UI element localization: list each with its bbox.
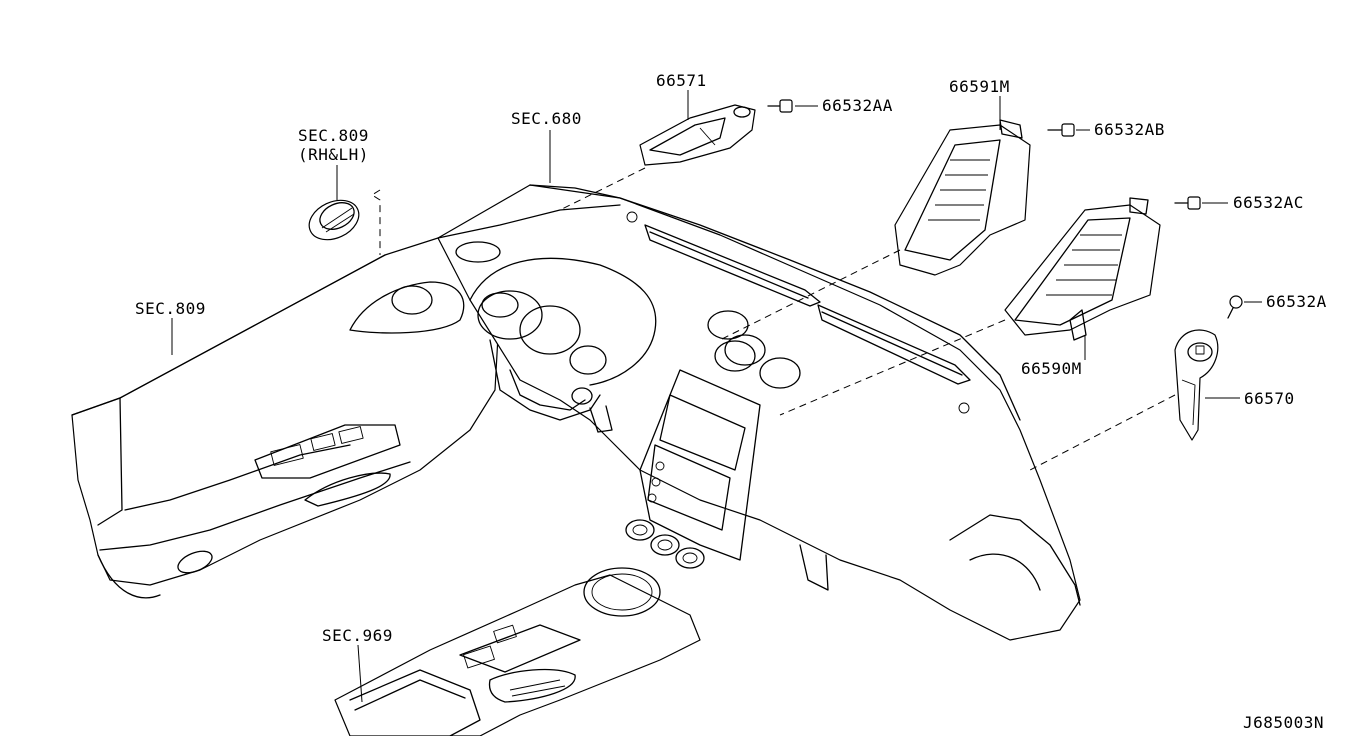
screw-66532A [1227,295,1243,319]
part-66570-vent [1174,329,1219,441]
screw-66532AA [767,99,793,113]
label-66591M: 66591M [949,77,1010,96]
door-trim-panel [71,237,501,599]
part-66571-vent [639,104,756,166]
label-66590M: 66590M [1021,359,1082,378]
label-66532AB: 66532AB [1094,120,1165,139]
door-vent-part [308,199,360,241]
label-sec809-door: SEC.809 [135,299,206,318]
label-66570: 66570 [1244,389,1295,408]
screw-66532AC [1174,196,1201,210]
hvac-knobs [625,519,705,569]
gauge-cluster [477,290,607,375]
label-sec969: SEC.969 [322,626,393,645]
label-66532AA: 66532AA [822,96,893,115]
leader-lines [171,90,1262,703]
label-66571: 66571 [656,71,707,90]
instrument-panel [437,184,1081,641]
label-sec680: SEC.680 [511,109,582,128]
assembly-lines [371,167,1176,471]
label-66532A: 66532A [1266,292,1327,311]
screw-66532AB [1047,123,1075,137]
center-vents [707,310,801,389]
part-66590M-vent [1004,197,1161,341]
label-sec809-top-sub: (RH&LH) [298,145,369,164]
part-66591M-vent [894,119,1031,276]
drawing-number: J685003N [1243,713,1324,732]
part-labels: 66571 66532AA 66591M 66532AB 66532AC 665… [135,71,1327,732]
center-console [334,567,701,736]
label-sec809-top: SEC.809 [298,126,369,145]
label-66532AC: 66532AC [1233,193,1304,212]
